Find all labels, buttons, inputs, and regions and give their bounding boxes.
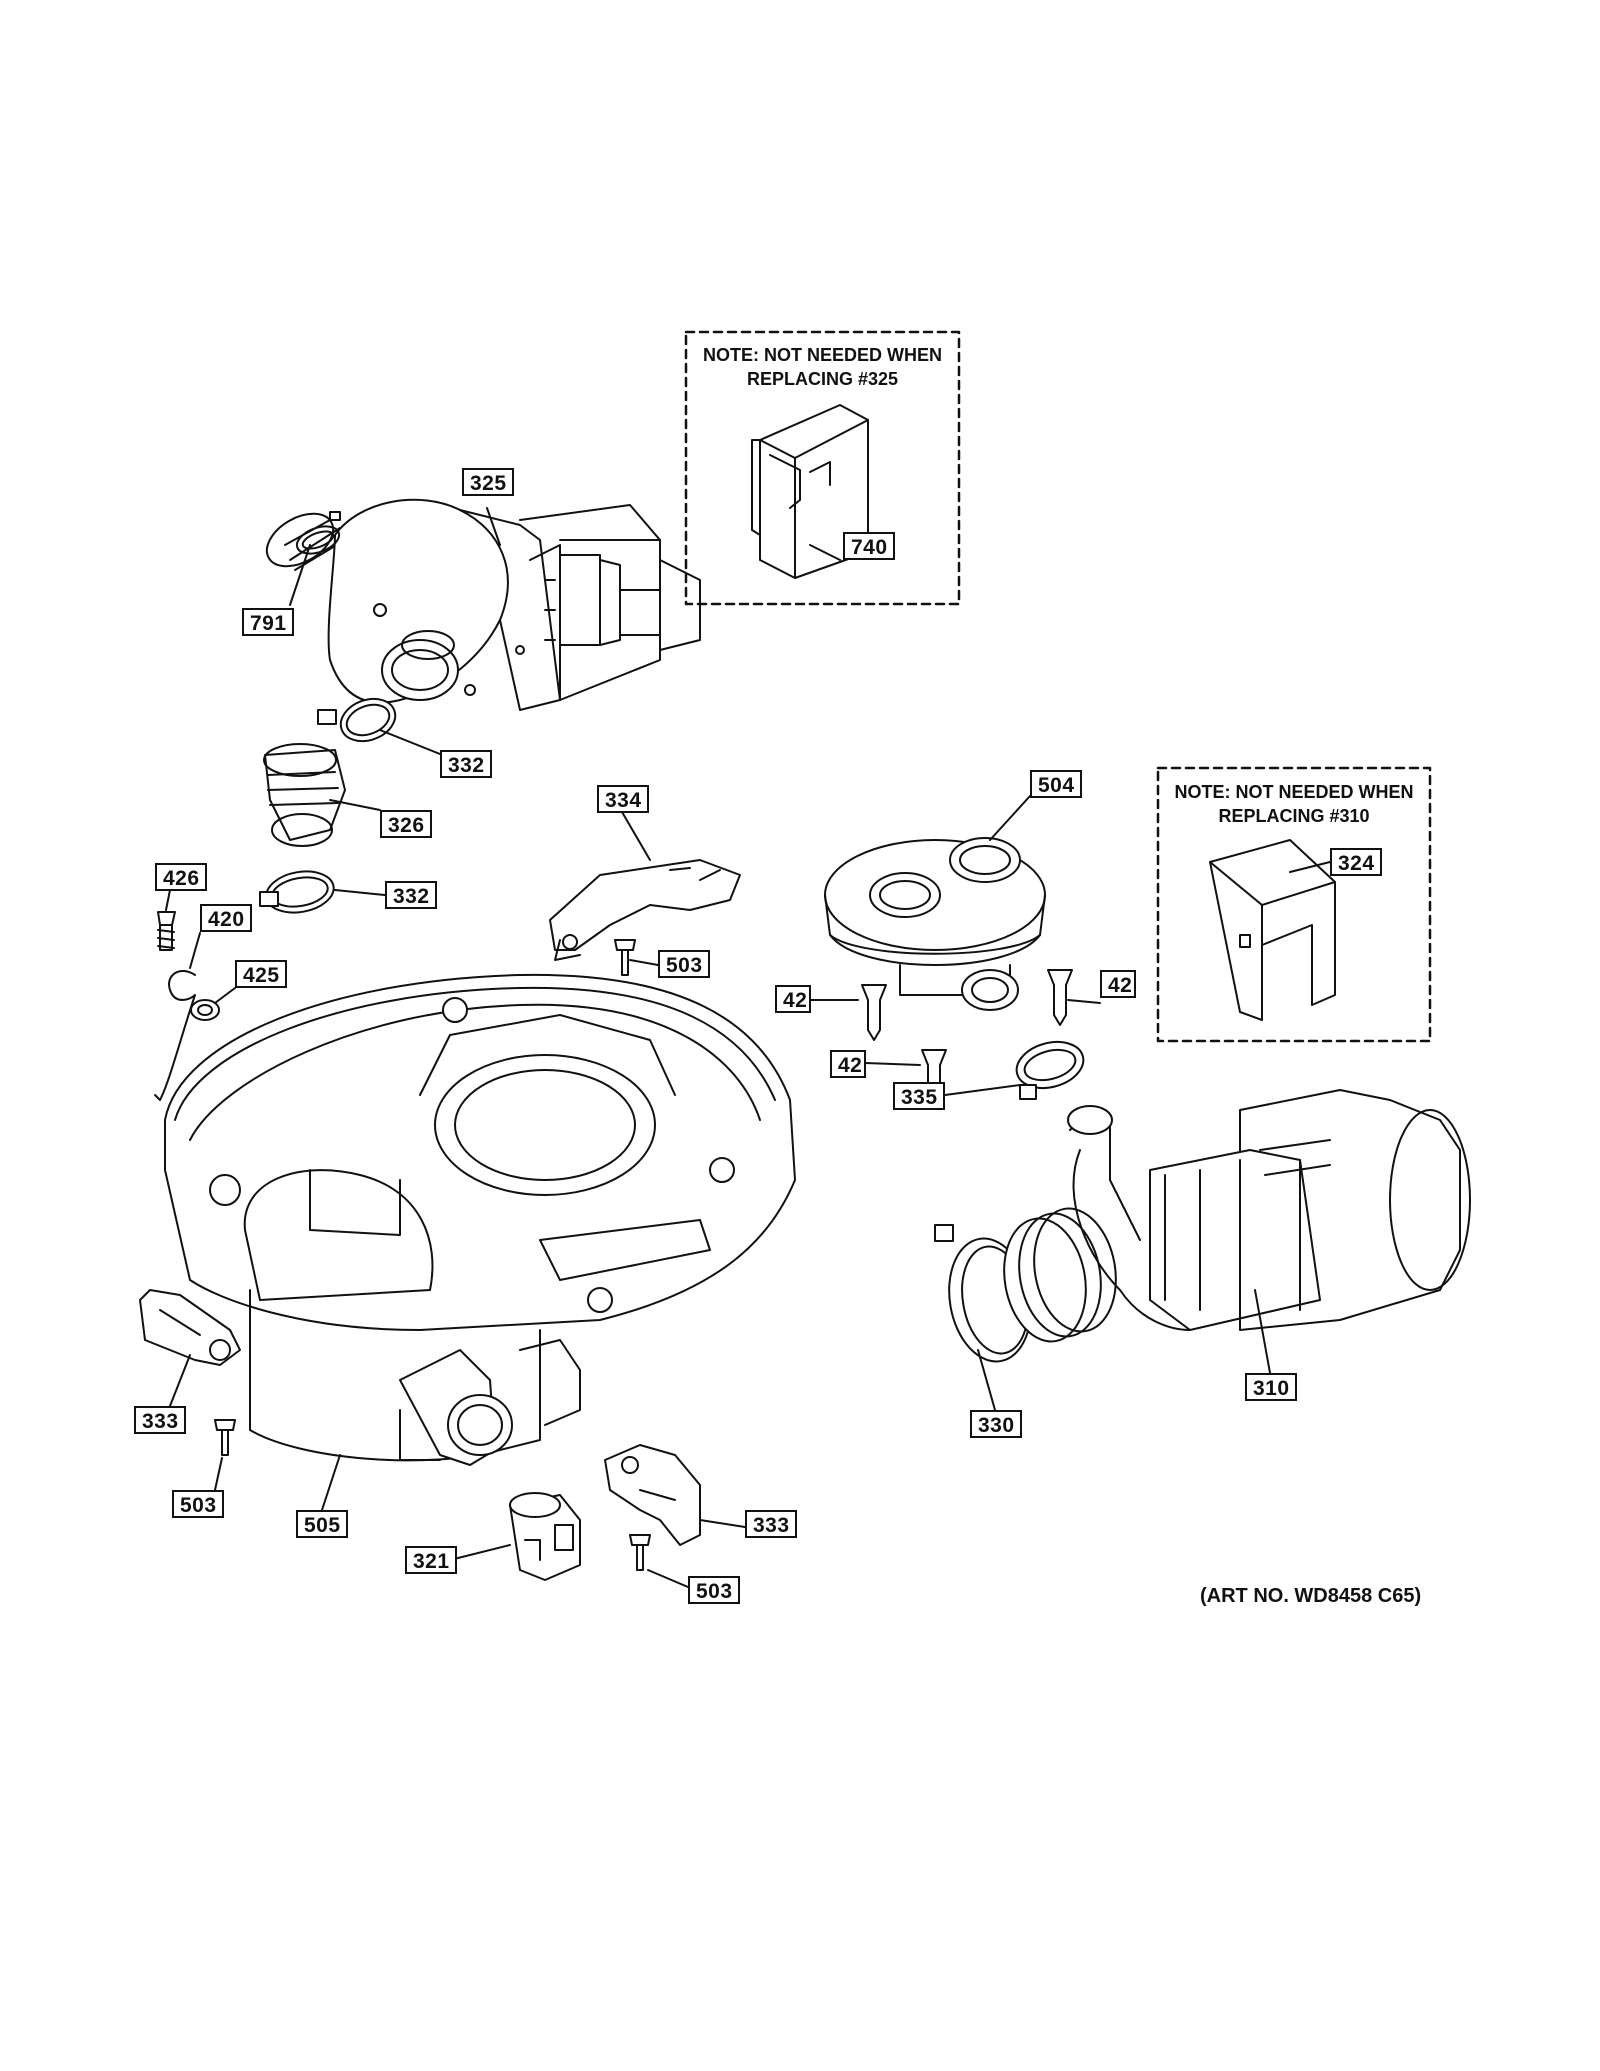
callout-504[interactable]: 504 xyxy=(1030,770,1082,798)
callout-326[interactable]: 326 xyxy=(380,810,432,838)
callout-505[interactable]: 505 xyxy=(296,1510,348,1538)
note-325-line1: NOTE: NOT NEEDED WHEN xyxy=(702,345,942,365)
part-740-cover xyxy=(751,404,869,579)
part-425-grommet xyxy=(190,999,220,1021)
part-420-tube xyxy=(154,970,196,1101)
callout-321[interactable]: 321 xyxy=(405,1546,457,1574)
note-box-310 xyxy=(1156,766,1432,1043)
note-box-325 xyxy=(684,330,961,606)
part-324-cover xyxy=(1209,839,1336,1021)
callout-335[interactable]: 335 xyxy=(893,1082,945,1110)
part-503-screw-3 xyxy=(629,1534,651,1571)
part-426-plug xyxy=(157,911,176,951)
art-number: (ART NO. WD8458 C65) xyxy=(1200,1585,1422,1607)
callout-334[interactable]: 334 xyxy=(597,785,649,813)
part-333-bracket-right xyxy=(604,1444,701,1546)
callout-42-left[interactable]: 42 xyxy=(775,985,811,1013)
callout-42-right[interactable]: 42 xyxy=(1100,970,1136,998)
part-504-diverter xyxy=(824,837,1046,1011)
callout-426[interactable]: 426 xyxy=(155,863,207,891)
part-321-sensor xyxy=(509,1492,581,1581)
part-335-clamp xyxy=(1015,1040,1085,1100)
callout-332-upper[interactable]: 332 xyxy=(440,750,492,778)
part-503-screw-2 xyxy=(214,1419,236,1456)
part-503-screw-1 xyxy=(614,939,636,976)
callout-791[interactable]: 791 xyxy=(242,608,294,636)
part-505-sump xyxy=(164,973,796,1466)
callout-332-lower[interactable]: 332 xyxy=(385,881,437,909)
callout-325[interactable]: 325 xyxy=(462,468,514,496)
part-326-hose xyxy=(263,743,346,847)
leader-lines xyxy=(165,507,1331,1591)
note-310-line2: REPLACING #310 xyxy=(1218,806,1370,826)
part-310-wash-pump xyxy=(1067,1089,1471,1331)
callout-740[interactable]: 740 xyxy=(843,532,895,560)
callout-333-left[interactable]: 333 xyxy=(134,1406,186,1434)
note-310-line1: NOTE: NOT NEEDED WHEN xyxy=(1174,782,1414,802)
part-791-ring xyxy=(295,511,341,555)
callout-310[interactable]: 310 xyxy=(1245,1373,1297,1401)
part-334-bracket xyxy=(549,859,741,961)
callout-333-right[interactable]: 333 xyxy=(745,1510,797,1538)
callout-330[interactable]: 330 xyxy=(970,1410,1022,1438)
callout-324[interactable]: 324 xyxy=(1330,848,1382,876)
callout-420[interactable]: 420 xyxy=(200,904,252,932)
note-325: NOTE: NOT NEEDED WHEN REPLACING #325 xyxy=(690,343,955,391)
part-325-circulation-pump xyxy=(265,498,701,711)
part-332-clamp-lower xyxy=(259,870,335,914)
part-42-screw-2 xyxy=(1047,969,1073,1026)
callout-503-bottom[interactable]: 503 xyxy=(688,1576,740,1604)
part-42-screw-1 xyxy=(861,984,887,1041)
callout-503-top[interactable]: 503 xyxy=(658,950,710,978)
part-330-clamp xyxy=(934,1207,1117,1363)
note-325-line2: REPLACING #325 xyxy=(746,369,899,389)
note-310: NOTE: NOT NEEDED WHEN REPLACING #310 xyxy=(1162,780,1426,828)
part-333-bracket-left xyxy=(139,1289,241,1366)
callout-503-left[interactable]: 503 xyxy=(172,1490,224,1518)
callout-42-bottom[interactable]: 42 xyxy=(830,1050,866,1078)
callout-425[interactable]: 425 xyxy=(235,960,287,988)
